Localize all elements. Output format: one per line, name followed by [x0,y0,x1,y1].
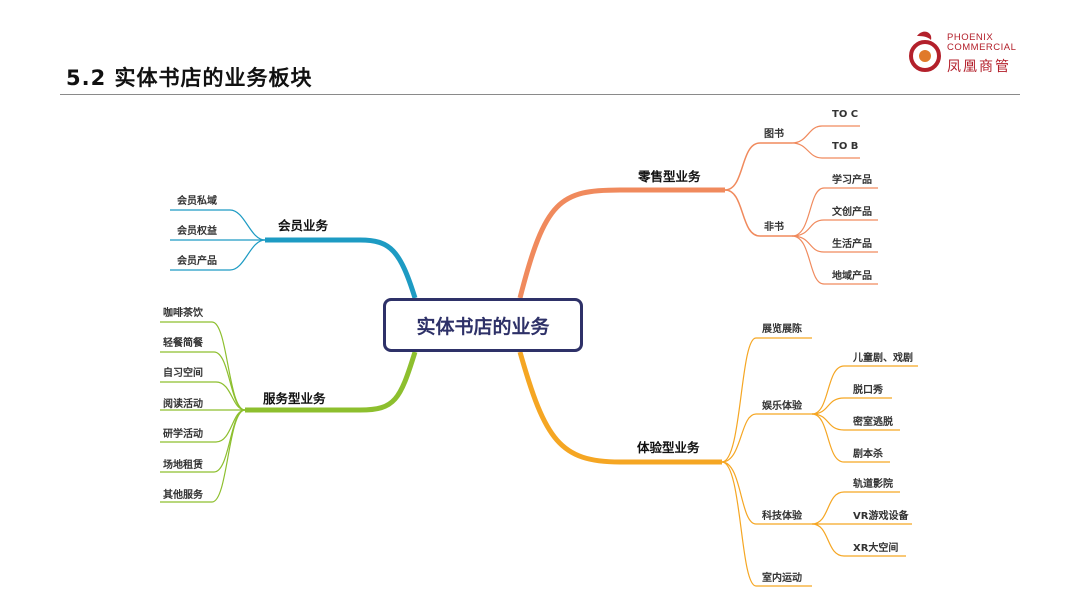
service-item: 咖啡茶饮 [163,308,203,319]
entertainment-item: 儿童剧、戏剧 [853,353,913,364]
title-divider [60,94,1020,95]
service-item: 研学活动 [163,429,203,440]
retail-books: 图书 [764,129,784,140]
branch-experience: 体验型业务 [637,440,700,455]
service-item: 阅读活动 [163,399,203,410]
service-item: 轻餐简餐 [163,338,203,349]
experience-exhibition: 展览展陈 [762,324,802,335]
experience-tech: 科技体验 [762,511,802,522]
logo-text-cn: 凤凰商管 [947,59,1011,75]
entertainment-item: 剧本杀 [853,449,883,460]
retail-nonbooks-item: 学习产品 [832,175,872,186]
service-item: 其他服务 [163,490,203,501]
center-node: 实体书店的业务 [383,298,583,352]
retail-books-item: TO C [832,109,859,120]
retail-books-item: TO B [832,141,859,152]
member-item: 会员产品 [177,256,217,267]
tech-item: XR大空间 [853,543,899,554]
retail-nonbooks: 非书 [764,222,784,233]
entertainment-item: 脱口秀 [853,385,883,396]
branch-retail: 零售型业务 [638,169,701,184]
retail-nonbooks-item: 文创产品 [832,207,872,218]
experience-entertainment: 娱乐体验 [762,401,802,412]
retail-nonbooks-item: 地域产品 [832,271,872,282]
experience-sports: 室内运动 [762,573,802,584]
logo-text-en: PHOENIX COMMERCIAL [947,32,1017,53]
service-item: 自习空间 [163,368,203,379]
page-title: 5.2 实体书店的业务板块 [66,66,313,90]
branch-service: 服务型业务 [263,391,326,406]
tech-item: 轨道影院 [853,479,893,490]
retail-nonbooks-item: 生活产品 [832,239,872,250]
branch-member: 会员业务 [278,218,329,233]
tech-item: VR游戏设备 [853,511,909,522]
phoenix-logo-icon [909,31,941,72]
member-item: 会员私域 [177,196,217,207]
member-item: 会员权益 [177,226,217,237]
service-item: 场地租赁 [163,460,203,471]
entertainment-item: 密室逃脱 [853,417,893,428]
